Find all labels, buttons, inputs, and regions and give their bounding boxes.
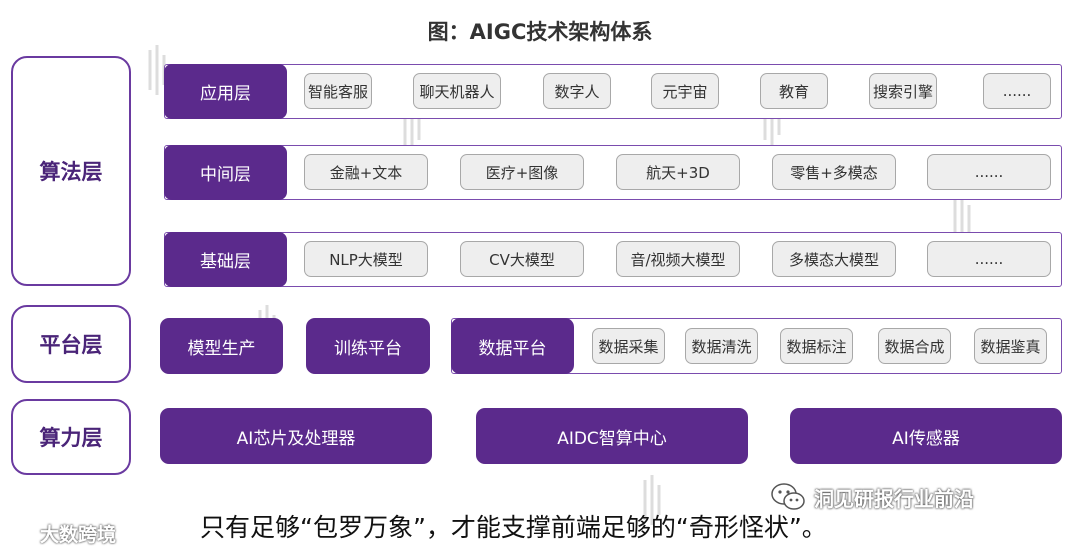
model-production-box: 模型生产: [160, 318, 283, 374]
chip-base: ......: [927, 241, 1051, 277]
chip-application: 聊天机器人: [413, 73, 501, 109]
layer-platform: 平台层: [11, 305, 131, 383]
chip-data: 数据鉴真: [974, 328, 1047, 364]
source-logo-icon: [8, 526, 34, 541]
diagram-title: 图：AIGC技术架构体系: [427, 20, 653, 44]
wechat-account: 洞见研报行业前沿: [770, 482, 974, 512]
chip-data: 数据清洗: [685, 328, 758, 364]
layer-compute: 算力层: [11, 399, 131, 475]
chip-middle: 金融+文本: [304, 154, 428, 190]
wechat-icon: [771, 483, 805, 510]
source-logo-text: 大数跨境: [40, 524, 117, 546]
chip-base: 音/视频大模型: [616, 241, 740, 277]
compute-sensor-box: AI传感器: [790, 408, 1062, 464]
chip-data: 数据合成: [878, 328, 951, 364]
chip-base: CV大模型: [460, 241, 584, 277]
row-head-base: 基础层: [164, 232, 287, 287]
chip-application: 数字人: [543, 73, 611, 109]
layer-algorithm: 算法层: [11, 56, 131, 286]
chip-base: 多模态大模型: [772, 241, 896, 277]
chip-data: 数据采集: [592, 328, 665, 364]
chip-data: 数据标注: [780, 328, 853, 364]
chip-middle: 零售+多模态: [772, 154, 896, 190]
chip-application: 搜索引擎: [869, 73, 937, 109]
chip-application: 元宇宙: [651, 73, 719, 109]
row-head-middle: 中间层: [164, 145, 287, 200]
row-head-application: 应用层: [164, 64, 287, 119]
chip-middle: 航天+3D: [616, 154, 740, 190]
wechat-account-name: 洞见研报行业前沿: [814, 486, 974, 511]
compute-chip-box: AI芯片及处理器: [160, 408, 432, 464]
chip-middle: 医疗+图像: [460, 154, 584, 190]
compute-aidc-box: AIDC智算中心: [476, 408, 748, 464]
chip-application: ......: [983, 73, 1051, 109]
caption: 只有足够“包罗万象”，才能支撑前端足够的“奇形怪状”。: [200, 513, 827, 542]
chip-middle: ......: [927, 154, 1051, 190]
source-logo: 大数跨境: [8, 520, 116, 547]
chip-application: 智能客服: [304, 73, 372, 109]
training-platform-box: 训练平台: [306, 318, 430, 374]
data-platform-box: 数据平台: [451, 318, 574, 374]
chip-application: 教育: [760, 73, 828, 109]
chip-base: NLP大模型: [304, 241, 428, 277]
